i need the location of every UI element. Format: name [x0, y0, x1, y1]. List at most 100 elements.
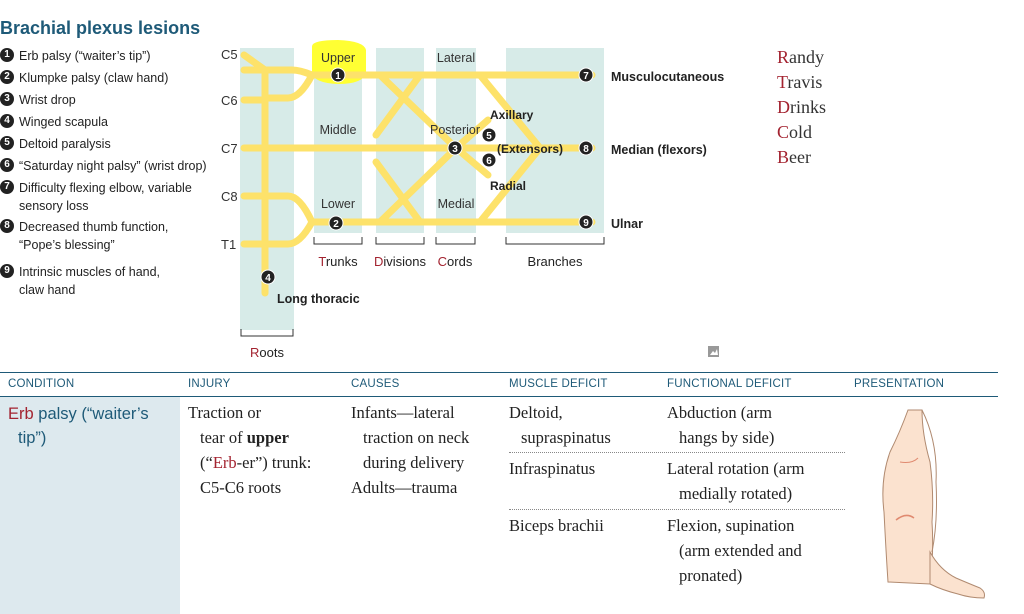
functional-deficit-line: Lateral rotation (arm: [667, 459, 805, 478]
functional-deficit-line: medially rotated): [679, 484, 793, 503]
injury-bold-text: upper: [246, 428, 289, 447]
mnemonic-word: Randy: [777, 45, 826, 70]
legend-text: Intrinsic muscles of hand, claw hand: [19, 265, 161, 297]
image-link-icon[interactable]: [708, 346, 719, 357]
legend-text: “Saturday night palsy” (wrist drop): [19, 159, 207, 173]
lesion-marker-1: [330, 67, 346, 83]
legend-item: 5 Deltoid paralysis: [0, 135, 111, 153]
roots-initial: R: [250, 345, 259, 360]
functional-deficit-abduction: Abduction (arm hangs by side): [667, 400, 847, 450]
lesion-marker-5: [481, 127, 497, 143]
lesion-marker-number: 6: [486, 156, 492, 167]
lesion-marker-number: 4: [265, 273, 271, 284]
roots-group-label: Roots: [250, 345, 284, 360]
injury-line: tear of upper: [188, 425, 348, 450]
legend-text: Klumpke palsy (claw hand): [19, 71, 169, 85]
functional-deficit-line: (arm extended and: [679, 541, 802, 560]
lesion-marker-number: 5: [486, 131, 492, 142]
mnemonic-rest: old: [789, 122, 813, 142]
cords-group-label: Cords: [438, 254, 473, 269]
legend-item: 2 Klumpke palsy (claw hand): [0, 69, 168, 87]
mnemonic-word: Beer: [777, 145, 826, 170]
column-header-functional-deficit: FUNCTIONAL DEFICIT: [667, 378, 792, 390]
mnemonic-initial: C: [777, 122, 790, 142]
mnemonic-rest: eer: [789, 147, 811, 167]
long-thoracic-nerve-label: Long thoracic: [277, 292, 360, 306]
column-header-injury: INJURY: [188, 378, 231, 390]
causes-line: traction on neck: [363, 428, 470, 447]
mnemonic-word: Cold: [777, 120, 826, 145]
mnemonic: Randy Travis Drinks Cold Beer: [777, 45, 826, 170]
muscle-deficit-infraspinatus: Infraspinatus: [509, 459, 596, 478]
ulnar-nerve-label: Ulnar: [611, 217, 643, 231]
number-marker: 6: [0, 158, 14, 172]
table-top-rule: [0, 372, 998, 373]
legend-item: 7 Difficulty flexing elbow, variable sen…: [0, 179, 205, 215]
lesion-marker-4: [260, 269, 276, 285]
lesion-marker-7: [578, 67, 594, 83]
musculocutaneous-nerve-label: Musculocutaneous: [611, 70, 724, 84]
number-marker: 4: [0, 114, 14, 128]
lesion-marker-number: 7: [583, 71, 589, 82]
legend-text: Winged scapula: [19, 115, 108, 129]
nerve-network: [240, 51, 596, 297]
muscle-deficit-biceps: Biceps brachii: [509, 516, 604, 535]
lesion-table: CONDITION INJURY CAUSES MUSCLE DEFICIT F…: [0, 372, 1000, 614]
cords-initial: C: [438, 254, 447, 269]
mnemonic-initial: D: [777, 97, 790, 117]
root-label-t1: T1: [221, 237, 236, 252]
causes-line: Adults—trauma: [351, 478, 458, 497]
cords-rest: ords: [447, 254, 473, 269]
page-title: Brachial plexus lesions: [0, 18, 201, 38]
lesion-marker-number: 2: [333, 219, 339, 230]
legend-text: Deltoid paralysis: [19, 137, 111, 151]
number-marker: 5: [0, 136, 14, 150]
column-header-causes: CAUSES: [351, 378, 400, 390]
column-header-condition: CONDITION: [8, 378, 75, 390]
lesion-marker-number: 8: [583, 144, 589, 155]
row-divider: [509, 452, 845, 453]
condition-name-rest: palsy (“waiter’s: [33, 405, 149, 423]
injury-red-text: Erb: [212, 453, 237, 472]
divisions-group-label: Divisions: [374, 254, 427, 269]
legend-item: 1 Erb palsy (“waiter’s tip”): [0, 47, 151, 65]
number-marker: 7: [0, 180, 14, 194]
legend-text: Erb palsy (“waiter’s tip”): [19, 49, 151, 63]
lesion-marker-number: 1: [335, 71, 341, 82]
functional-deficit-line: hangs by side): [679, 428, 775, 447]
lower-trunk-label: Lower: [321, 197, 355, 211]
roots-rest: oots: [259, 345, 284, 360]
legend-text: Difficulty flexing elbow, variable senso…: [19, 181, 192, 213]
condition-name: Erb palsy (“waiter’s tip”): [8, 402, 178, 450]
muscle-deficit-line: Deltoid,: [509, 403, 563, 422]
root-label-c5: C5: [221, 47, 238, 62]
header-bottom-rule: [0, 396, 998, 397]
median-nerve-label: Median (flexors): [611, 143, 707, 157]
branches-group-label: Branches: [528, 254, 583, 269]
brachial-plexus-diagram: C5 C6 C7 C8 T1 Upper Middle Lower Latera…: [221, 40, 724, 360]
mnemonic-rest: rinks: [790, 97, 826, 117]
functional-deficit-flexion: Flexion, supination (arm extended and pr…: [667, 513, 847, 588]
condition-name-highlight: Erb: [8, 405, 34, 423]
lesion-marker-2: [328, 215, 344, 231]
injury-cell: Traction or tear of upper (“Erb-er”) tru…: [188, 400, 348, 500]
column-header-presentation: PRESENTATION: [854, 378, 945, 390]
lesion-marker-number: 3: [452, 144, 458, 155]
group-brackets: [240, 237, 605, 337]
legend-text: Decreased thumb function, “Pope’s blessi…: [19, 220, 169, 252]
functional-deficit-line: Abduction (arm: [667, 403, 772, 422]
lesion-marker-8: [578, 140, 594, 156]
condition-cell: [0, 397, 180, 614]
legend-item: 8 Decreased thumb function, “Pope’s bles…: [0, 218, 175, 254]
trunks-group-label: Trunks: [318, 254, 358, 269]
functional-deficit-line: Flexion, supination: [667, 516, 795, 535]
injury-line: (“Erb-er”) trunk:: [188, 450, 348, 475]
upper-trunk-label: Upper: [321, 51, 355, 65]
mnemonic-word: Drinks: [777, 95, 826, 120]
legend-text: Wrist drop: [19, 93, 76, 107]
lesion-marker-3: [447, 140, 463, 156]
mnemonic-initial: R: [777, 47, 790, 67]
lateral-cord-label: Lateral: [437, 51, 475, 65]
functional-deficit-lateral-rotation: Lateral rotation (arm medially rotated): [667, 456, 847, 506]
